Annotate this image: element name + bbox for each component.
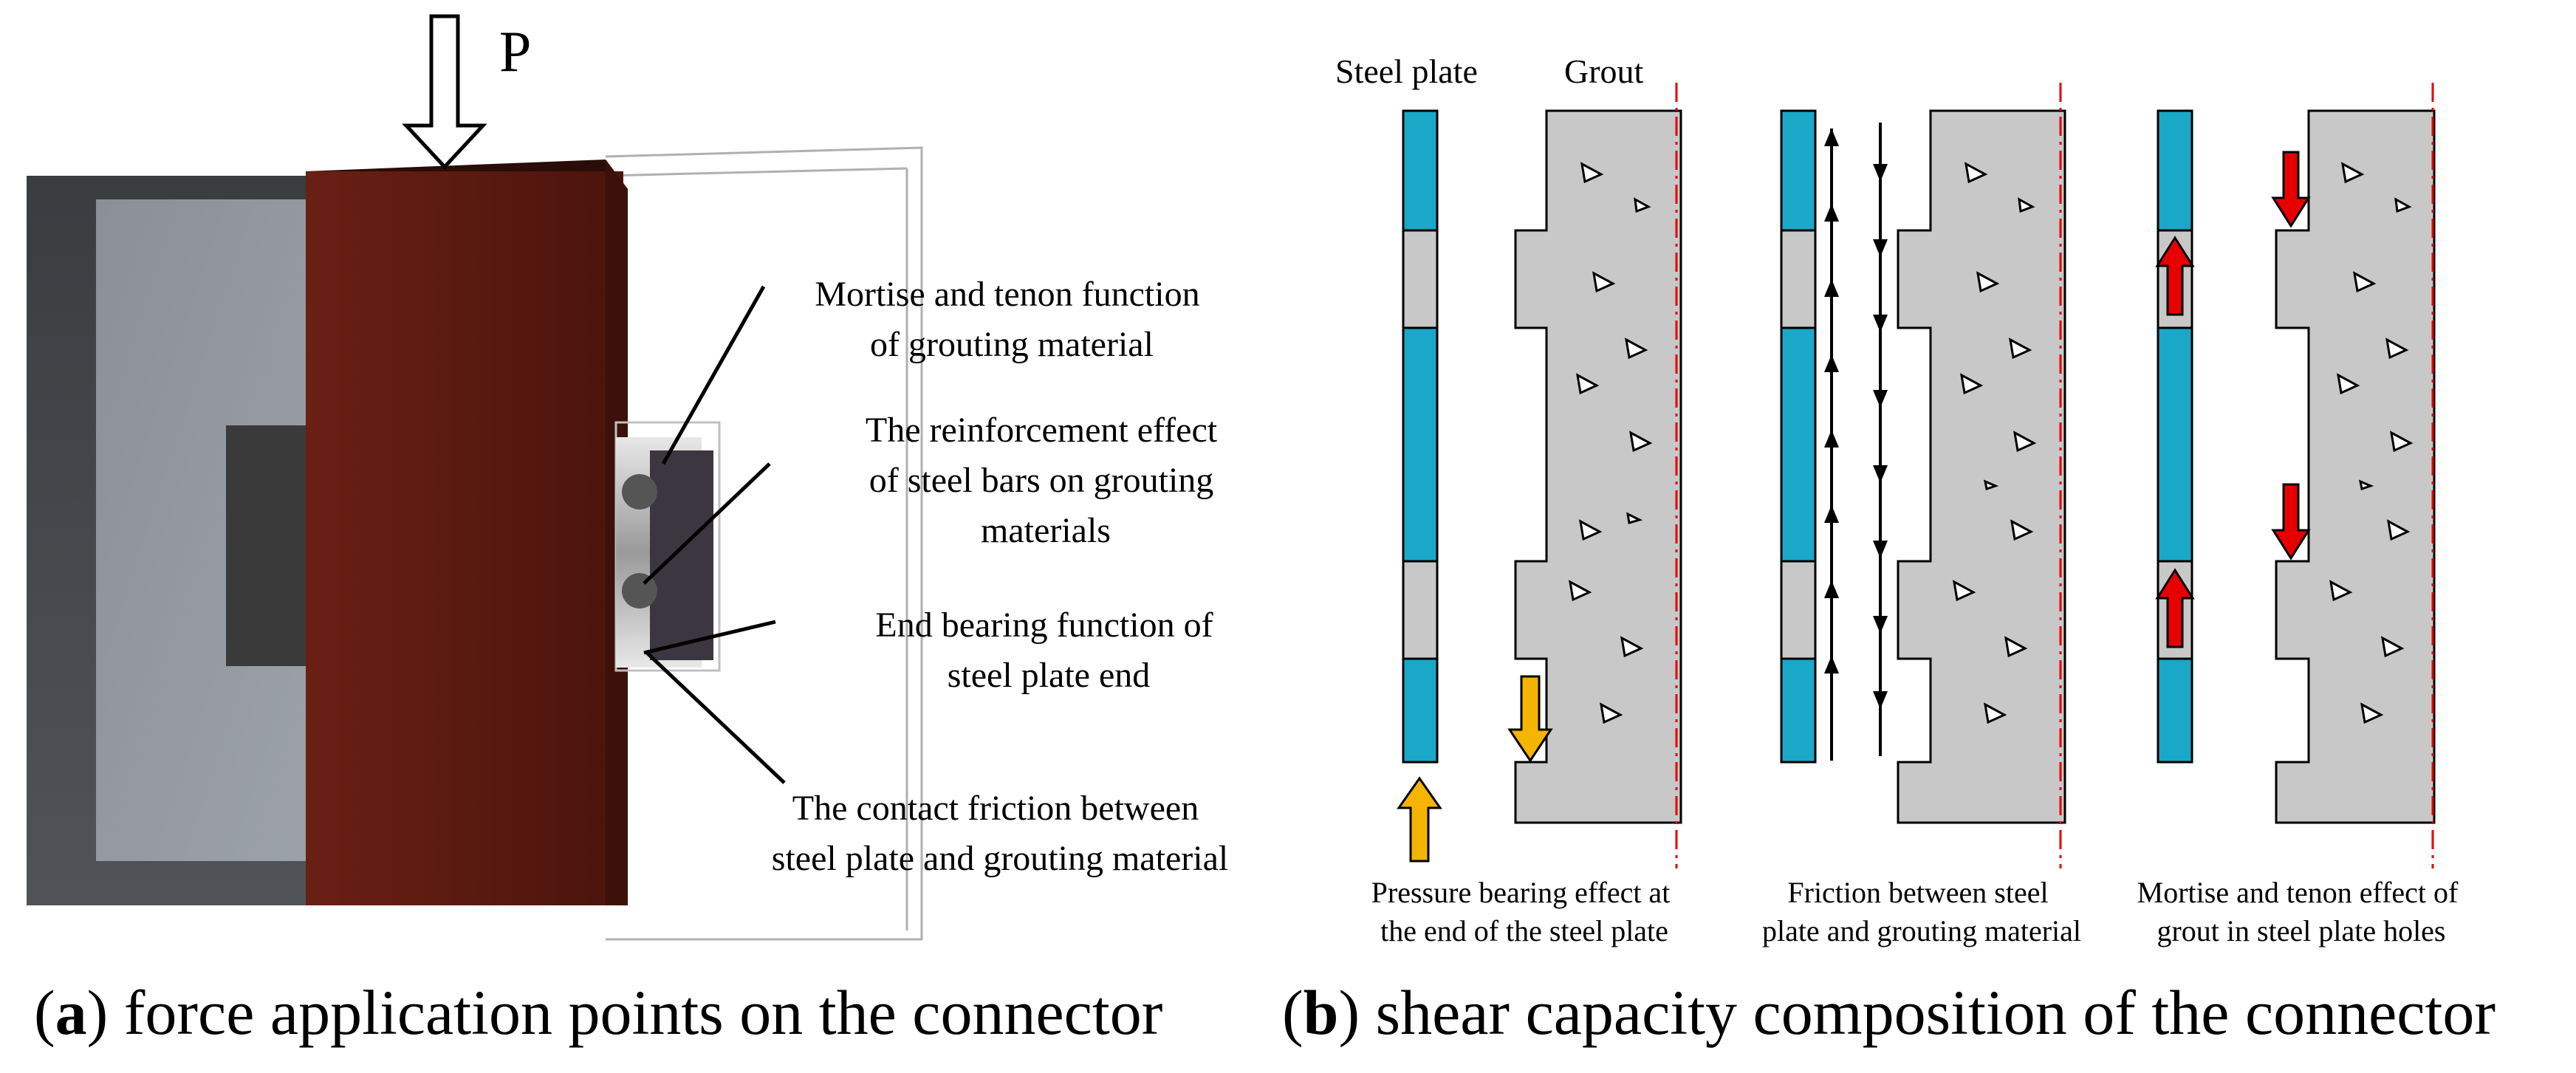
caption-friction: Friction between steel plate and groutin…	[1762, 876, 2081, 947]
leader-lines	[643, 285, 786, 784]
panel-b: Steel plate Grout	[1282, 52, 2496, 1048]
tenon-arrow-icon	[2155, 151, 2311, 648]
bolt-hole-top	[622, 474, 657, 510]
timber-block	[306, 171, 623, 905]
load-arrow-icon	[402, 14, 487, 170]
annotation-reinforcement: The reinforcement effect of steel bars o…	[866, 411, 1226, 550]
annotation-friction: The contact friction between steel plate…	[772, 789, 1228, 878]
diagram-friction	[1780, 83, 2066, 868]
embedded-plate	[226, 425, 315, 666]
diagram-mortise-tenon	[2155, 83, 2436, 868]
label-grout: Grout	[1564, 52, 1644, 90]
annotation-end-bearing: End bearing function of steel plate end	[875, 606, 1222, 695]
transparent-box	[605, 146, 923, 941]
force-label: P	[499, 19, 531, 83]
bolt-hole-bottom	[622, 573, 657, 609]
friction-arrow-icon	[1830, 123, 1882, 761]
caption-a: (a) force application points on the conn…	[34, 977, 1162, 1048]
annotation-mortise: Mortise and tenon function of grouting m…	[815, 275, 1208, 364]
diagram-pressure-bearing	[1397, 83, 1682, 868]
panel-a: P Mortise and tenon function of grouting…	[27, 14, 1228, 1048]
label-steel-plate: Steel plate	[1335, 52, 1478, 90]
bearing-arrow-icon	[1397, 675, 1553, 863]
caption-b: (b) shear capacity composition of the co…	[1282, 977, 2496, 1048]
caption-mortise-tenon: Mortise and tenon effect of grout in ste…	[2137, 876, 2466, 947]
grout-block	[650, 450, 713, 660]
caption-pressure-bearing: Pressure bearing effect at the end of th…	[1371, 876, 1678, 947]
